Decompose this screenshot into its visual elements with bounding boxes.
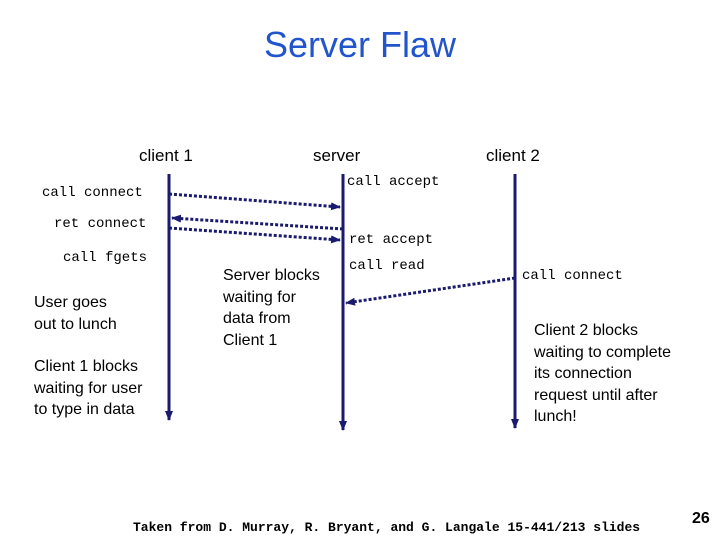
- connect-request-arrow: [168, 192, 341, 211]
- call-accept-label: call accept: [347, 174, 440, 190]
- client2-call-connect-label: call connect: [522, 268, 623, 284]
- call-connect-label: call connect: [42, 185, 143, 201]
- client2-connect-arrow: [345, 276, 516, 306]
- user-lunch-note: User goes out to lunch: [34, 294, 117, 333]
- ret-connect-label: ret connect: [54, 216, 147, 232]
- connect-reply-arrow: [171, 214, 344, 231]
- ret-accept-label: ret accept: [349, 232, 434, 248]
- server-header: server: [313, 146, 361, 165]
- client1-blocks-note: Client 1 blocks waiting for user to type…: [34, 358, 143, 418]
- accept-return-arrow: [168, 226, 341, 244]
- client1-header: client 1: [139, 146, 193, 165]
- call-read-label: call read: [349, 258, 425, 274]
- page-number: 26: [692, 510, 710, 527]
- client2-header: client 2: [486, 146, 540, 165]
- server-blocks-note: Server blocks waiting for data from Clie…: [223, 267, 320, 349]
- source-credit: Taken from D. Murray, R. Bryant, and G. …: [133, 520, 641, 535]
- call-fgets-label: call fgets: [63, 250, 148, 266]
- client2-blocks-note: Client 2 blocks waiting to complete its …: [534, 322, 671, 425]
- slide-title: Server Flaw: [263, 24, 457, 65]
